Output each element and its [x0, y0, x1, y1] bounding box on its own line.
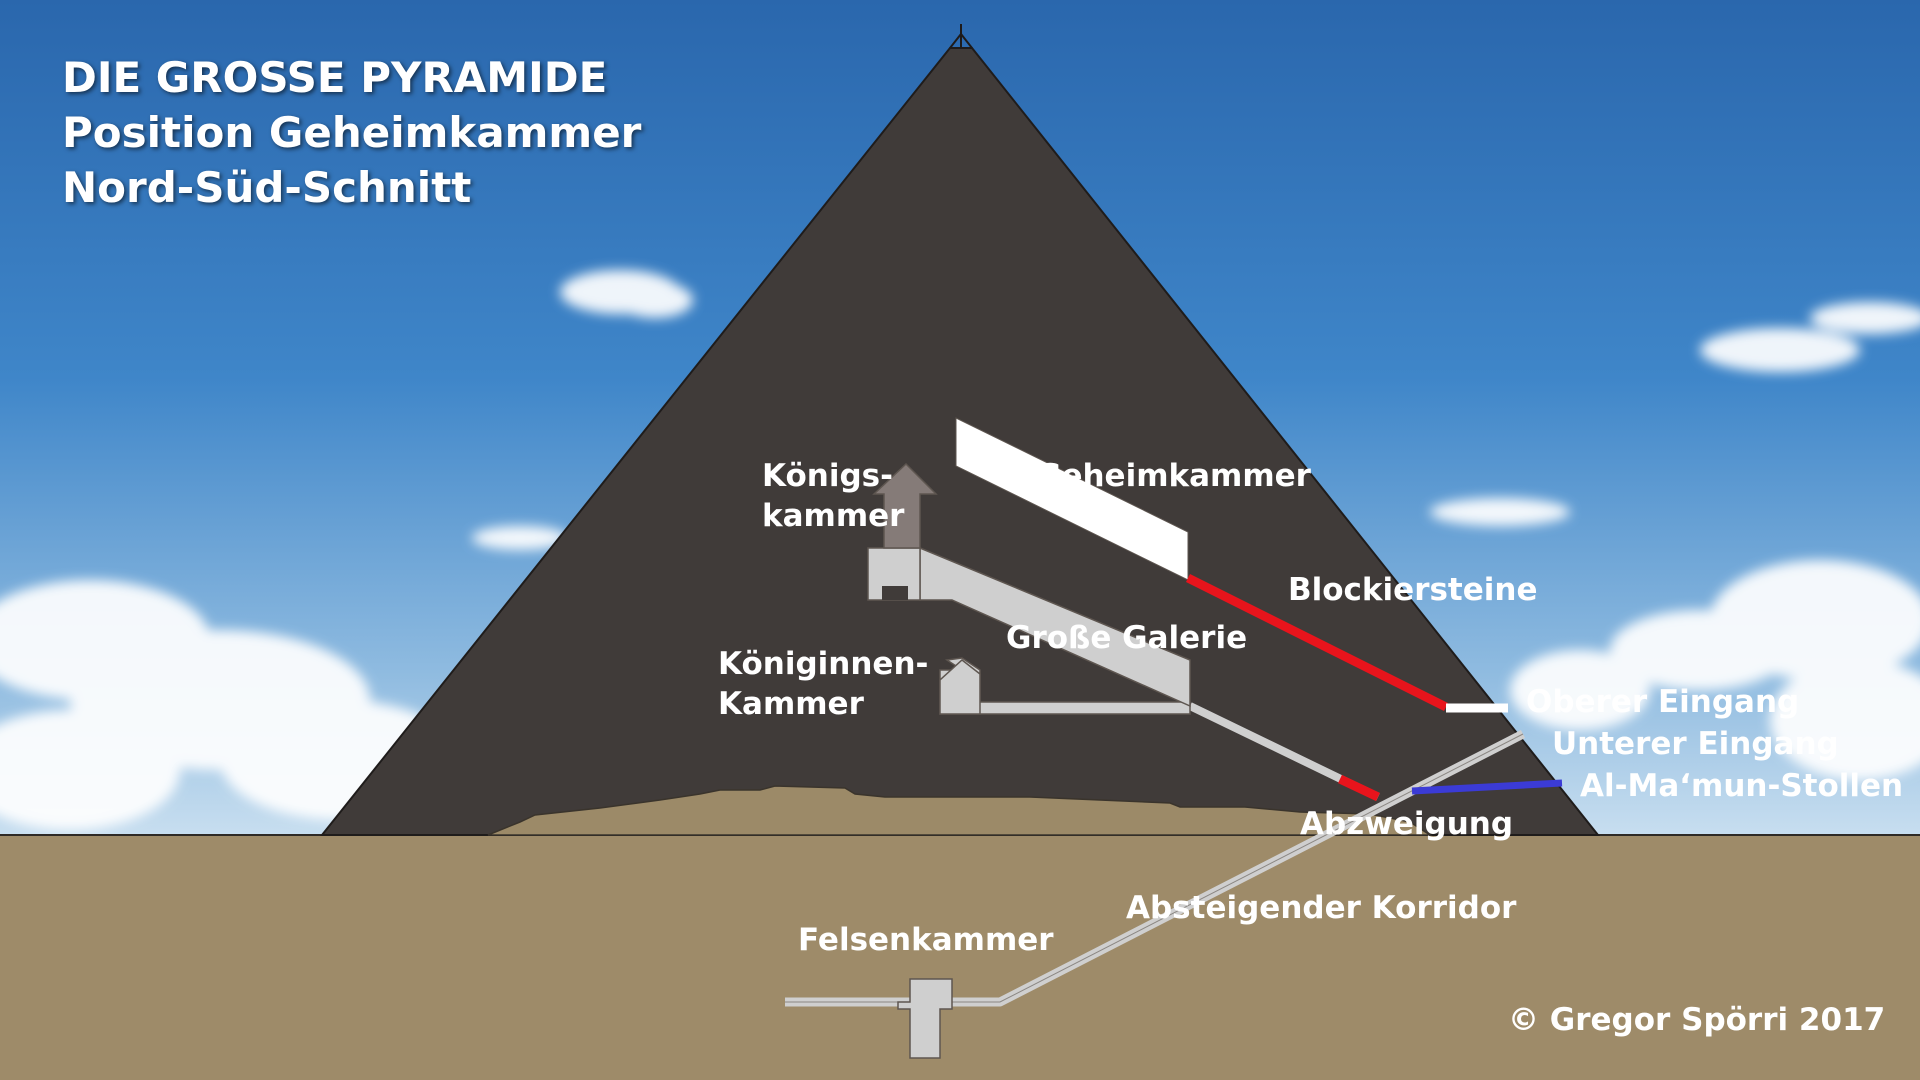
- label-unterer-eingang: Unterer Eingang: [1552, 726, 1839, 762]
- bedrock-core: [487, 785, 1433, 836]
- felsenkammer-shape: [897, 978, 953, 1059]
- label-koenigskammer-2: kammer: [762, 498, 905, 534]
- title-line-3: Nord-Süd-Schnitt: [62, 163, 472, 212]
- label-koeniginnenkammer-2: Kammer: [718, 686, 865, 722]
- copyright-text: © Gregor Spörri 2017: [1508, 1002, 1885, 1038]
- kings-chamber: [872, 462, 938, 549]
- title-line-1: DIE GROSSE PYRAMIDE: [62, 53, 608, 102]
- label-oberer-eingang: Oberer Eingang: [1526, 684, 1799, 720]
- queens-chamber: [939, 659, 981, 715]
- label-felsenkammer: Felsenkammer: [798, 922, 1054, 958]
- blocking-stones-lower: [1338, 774, 1380, 802]
- label-koenigskammer-1: Königs-: [762, 458, 893, 494]
- al-mamun-tunnel: [1411, 779, 1563, 795]
- label-blockiersteine: Blockiersteine: [1288, 572, 1538, 608]
- blocking-stones-upper: [1185, 573, 1449, 712]
- label-absteigender-korridor: Absteigender Korridor: [1126, 890, 1517, 926]
- title-line-2: Position Geheimkammer: [62, 108, 642, 157]
- label-abzweigung: Abzweigung: [1300, 806, 1513, 842]
- label-koeniginnenkammer-1: Königinnen-: [718, 646, 928, 682]
- descending-corridor-outline: [785, 733, 1524, 1003]
- apex-marker: [949, 24, 973, 49]
- kings-antechamber-notch: [882, 586, 908, 600]
- ground: [0, 835, 1920, 1080]
- label-grosse-galerie: Große Galerie: [1006, 620, 1247, 656]
- clouds: [0, 270, 1920, 830]
- title-block: DIE GROSSE PYRAMIDE Position Geheimkamme…: [62, 50, 641, 215]
- label-geheimkammer: Geheimkammer: [1036, 458, 1312, 494]
- label-al-mamun-stollen: Al-Ma‘mun-Stollen: [1580, 768, 1903, 804]
